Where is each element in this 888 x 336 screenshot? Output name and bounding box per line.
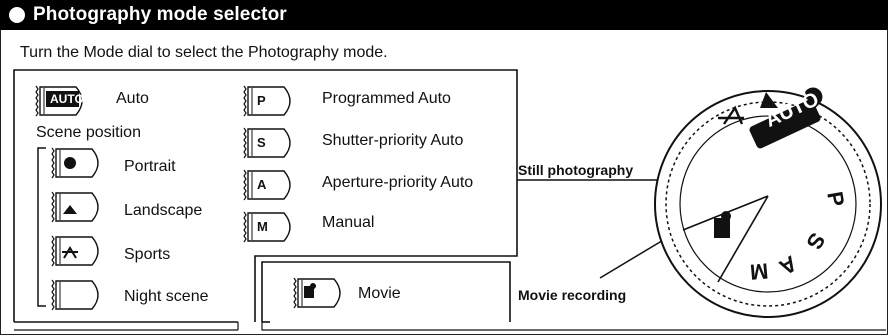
mode-dial (654, 87, 882, 318)
dial-movie-icon (714, 218, 730, 238)
section-title: Photography mode selector (33, 4, 287, 25)
dial-sports-icon (718, 105, 744, 125)
landscape-icon (63, 205, 77, 214)
dial-portrait-icon (805, 87, 823, 112)
movie-recording-callout: Movie recording (518, 287, 627, 303)
scene-bracket (37, 147, 46, 307)
bullet-icon (9, 7, 25, 23)
scene-sports-label: Sports (124, 246, 171, 263)
scene-landscape-label: Landscape (124, 202, 203, 219)
mode-letter-s: S (257, 135, 266, 150)
movie-label: Movie (358, 285, 401, 302)
mode-shutter-label: Shutter-priority Auto (322, 132, 464, 149)
modes-outline (13, 69, 518, 322)
mode-programmed-label: Programmed Auto (322, 90, 451, 107)
scene-portrait-label: Portrait (124, 158, 176, 175)
mode-manual-label: Manual (322, 214, 375, 231)
movie-outline (261, 261, 511, 322)
portrait-icon (64, 157, 76, 169)
auto-badge (46, 91, 79, 107)
auto-label: Auto (116, 90, 149, 107)
auto-badge-text: AUTO (50, 92, 84, 106)
section-header: Photography mode selector (0, 0, 888, 30)
dial-landscape-icon (760, 92, 778, 108)
scene-heading: Scene position (36, 124, 141, 141)
mode-letter-a: A (257, 177, 267, 192)
dial-m-label: M (748, 258, 770, 285)
scene-night-label: Night scene (124, 288, 209, 305)
still-photography-callout: Still photography (518, 162, 634, 178)
mode-letter-m: M (257, 219, 268, 234)
mode-aperture-label: Aperture-priority Auto (322, 174, 474, 191)
mode-letter-p: P (257, 93, 266, 108)
sports-icon (62, 246, 78, 259)
instruction-text: Turn the Mode dial to select the Photogr… (20, 44, 388, 61)
movie-icon (304, 286, 314, 298)
